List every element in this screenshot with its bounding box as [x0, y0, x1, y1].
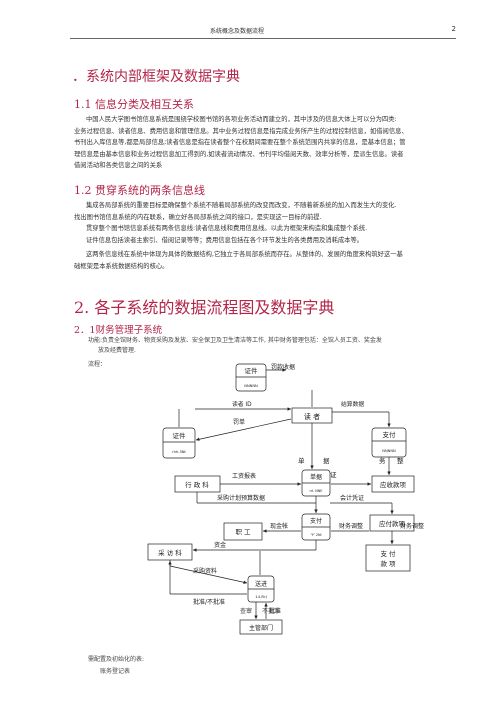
page-header: 系统概念及数据流程 2 — [70, 24, 456, 39]
node-label: 证件 — [245, 366, 259, 375]
edge-label: 资金 — [214, 541, 226, 549]
edge-label: 读者 ID — [232, 400, 252, 408]
edge-label: 罚单 — [233, 418, 245, 426]
node-zhengjian-top — [235, 363, 267, 392]
node-sublabel: rrL NNE — [310, 489, 323, 493]
edge-label: 现金帐 — [270, 522, 288, 530]
header-title: 系统概念及数据流程 — [210, 28, 265, 35]
node-label: 应收款项 — [380, 480, 407, 489]
edge-label: 务 — [379, 456, 386, 465]
section1-title: ．系统内部框架及数据字典 — [72, 69, 240, 85]
edge-label: 财务调整 — [400, 522, 424, 530]
node-sublabel: 14-RrJ — [255, 594, 267, 599]
node-zhifukuanxiang — [365, 544, 411, 572]
subsection-1-1-body: 中国人民大学图书馆信息系统是围绕学校图书馆的各项业务活动而建立的，其中涉及的信息… — [74, 114, 466, 172]
edge-label: 单 — [298, 456, 305, 465]
para-line: 找出图书馆信息系统的内在联系，确立好各局部系统之间的接口，是实现这一目标的前提. — [74, 213, 322, 221]
para-line: 业务过程信息、读者信息、费用信息和管理信息。其中业务过程信息是指完成业务所产生的… — [74, 127, 408, 135]
node-label: 支付 — [383, 430, 397, 439]
subsection-1-2-title: 1.2 贯穿系统的两条信息线 — [74, 184, 205, 197]
para-line: 贯穿整个图书馆信息系统有两条信息线:读者信息线和费用信息线。以此为框架来构造和集… — [86, 225, 368, 232]
edge-label: 罚款收据 — [271, 363, 295, 371]
node-label: 采 访 科 — [158, 548, 182, 557]
node-label: 应付款项 — [379, 519, 406, 528]
edge-label: 工资报表 — [232, 472, 256, 480]
node-label: 款 项 — [380, 559, 396, 568]
edge-label: 采购资料 — [193, 567, 217, 575]
node-zhigong — [223, 522, 263, 541]
footer-line-1: 需配置及初始化的表: — [88, 656, 145, 663]
node-zhengjian-left — [162, 427, 196, 459]
edge-label: 审 — [246, 607, 252, 615]
edge-label-cha: 查 — [240, 608, 247, 615]
edge-fakuan — [195, 418, 292, 441]
edge-label: 批准/不批准 — [193, 598, 225, 606]
edge-label-bupizhun: 不批准 — [262, 608, 281, 615]
edge-label: 批准 — [269, 607, 281, 615]
edge-label: 结算数据 — [341, 400, 364, 408]
node-label: 主管部门 — [249, 624, 273, 632]
subsection-1-2-body: 集成各局部系统的重要目标是确保整个系统不随着局部系统的改变而改变，不随着新系统的… — [74, 200, 466, 272]
para-line: 这两条信息线在系统中体现为具体的数据结构,它独立于各局部系统而存在。从整体的、发… — [86, 251, 403, 258]
flow-label: 流程： — [88, 361, 107, 368]
para-line: 础框架是本系统数据结构的核心。 — [74, 262, 169, 270]
edge-caigou-zl — [169, 565, 248, 584]
desc-line: 功能:负责全馆财务、物资采购及发放、安全保卫及卫生清洁等工作, 其中财务管理包括… — [88, 337, 382, 344]
node-label: 行 政 科 — [185, 480, 209, 489]
node-sublabel: NNNNN — [244, 384, 258, 388]
page-number: 2 — [451, 25, 456, 33]
edge-label: 会计凭证 — [340, 494, 364, 502]
footer-line-2: 账务登记表 — [100, 668, 131, 675]
para-line: 中国人民大学图书馆信息系统是围绕学校图书馆的各项业务活动而建立的，其中涉及的信息… — [86, 116, 397, 123]
node-yingshou — [371, 475, 415, 493]
node-label: 支 付 — [380, 549, 396, 558]
subsection-1-1-title: 1.1 信息分类及相互关系 — [74, 98, 194, 111]
node-zhuguan — [239, 619, 283, 635]
para-line: 理信息是由基本信息和业务过程信息加工得到的,如读者流动情况、书刊平均借阅天数、效… — [74, 150, 404, 158]
edge-label: 财务调整 — [339, 522, 363, 530]
node-sublabel: "f" 2NI — [310, 533, 321, 537]
node-label: 支付 — [310, 517, 322, 525]
edge-label: 证 — [330, 471, 337, 479]
edge-label: 据 — [323, 456, 330, 465]
diagram-labels: 证件 NNNNN 罚款收据 证件 rhh-3Nt 读 者 读者 ID 结算数据 … — [158, 363, 424, 632]
para-line: 书刊出入库信息等,都是局部信息;读者信息是指在读者整个在校期间需要在整个系统范围… — [74, 139, 406, 146]
section2-title: 2. 各子系统的数据流程图及数据字典 — [74, 298, 335, 317]
node-sublabel: rhh-3Nt — [172, 450, 186, 454]
node-label: 证件 — [173, 431, 187, 440]
para-line: 借阅活动和各类信息之间的关系 — [74, 162, 163, 169]
para-line: 证件信息包括读者主索引、借阅记录等等；费用信息包括在各个环节发生的各类费用及消耗… — [86, 236, 364, 244]
edge-label: 整 — [397, 456, 404, 465]
node-label: 职 工 — [235, 528, 251, 536]
node-label: 读 者 — [304, 412, 320, 421]
node-sublabel: NNNNN — [382, 449, 396, 453]
edge-label: 采购计划预算数据 — [217, 494, 265, 502]
node-label: 送进 — [255, 580, 267, 588]
node-label: 单据 — [310, 473, 322, 481]
subsection-2-1-desc: 功能:负责全馆财务、物资采购及发放、安全保卫及卫生清洁等工作, 其中财务管理包括… — [88, 336, 468, 356]
desc-line: 放及经费管理. — [98, 347, 136, 354]
subsection-2-1-title: 2．1财务管理子系统 — [74, 325, 163, 336]
para-line: 集成各局部系统的重要目标是确保整个系统不随着局部系统的改变而改变，不随着新系统的… — [86, 202, 397, 209]
